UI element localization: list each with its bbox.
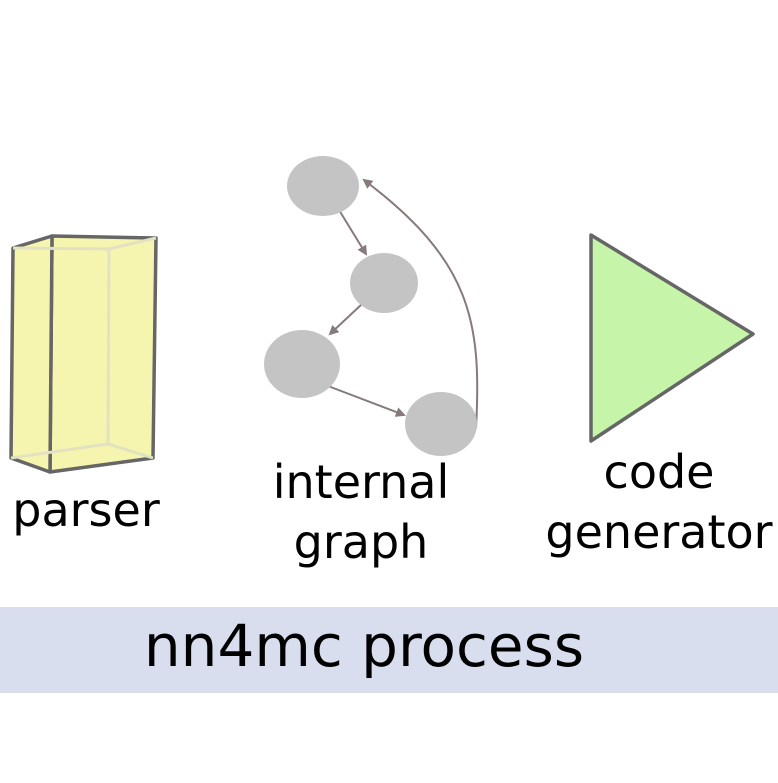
code-generator-triangle: [589, 233, 755, 443]
graph-edge-feedback: [362, 178, 479, 429]
parser-label: parser: [12, 483, 160, 537]
graph-edge: [338, 209, 368, 256]
graph-edge: [327, 385, 406, 417]
graph-node: [264, 330, 340, 398]
code-generator-label-line1: code: [604, 445, 715, 499]
internal-graph-label-line2: graph: [294, 515, 429, 569]
banner-title: nn4mc process: [144, 612, 584, 680]
internal-graph-label-line1: internal: [273, 455, 450, 509]
graph-node: [405, 392, 477, 456]
internal-graph: [264, 156, 479, 456]
graph-edge: [328, 303, 363, 336]
parser-box-front: [48, 234, 158, 474]
graph-node: [350, 253, 418, 313]
parser-box: [9, 234, 158, 474]
graph-node: [287, 156, 359, 216]
parser-box-hidden-edges: [10, 246, 111, 460]
code-generator-label-line2: generator: [545, 505, 772, 559]
banner-background: [0, 607, 778, 693]
parser-box-side: [9, 234, 54, 474]
